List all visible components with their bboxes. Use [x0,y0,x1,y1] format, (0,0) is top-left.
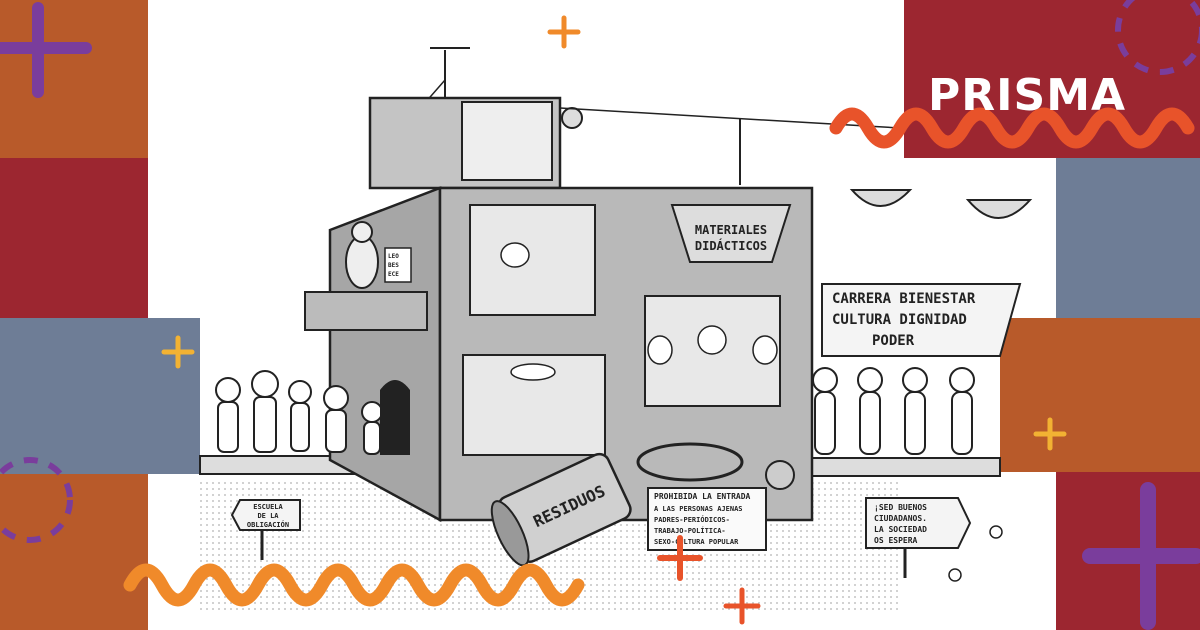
window-upper-left [469,204,596,316]
values-sign [821,283,1022,357]
plus-icon [547,15,581,49]
dashed-circle-icon [0,457,73,543]
signpost-citizens-line: ¡SED BUENOS [874,503,927,512]
signpost-school [230,499,301,531]
signpost-citizens-line: OS ESPERA [874,536,918,545]
values-sign-line3: PODER [872,333,915,349]
children-queue [215,370,383,455]
values-sign-line2: CULTURA DIGNIDAD [832,312,967,328]
signpost-school-line: ESCUELA [253,503,283,511]
notice-line: A LAS PERSONAS AJENAS [654,505,743,513]
hanging-basket [965,199,1033,219]
gear [765,460,795,490]
belt-drive [636,442,744,482]
brand-logo: PRISMA [928,70,1127,121]
block-slate-left [0,318,200,474]
squiggle-line [829,107,1195,149]
signpost-school-line: OBLIGACIÓN [247,520,289,529]
notice-line: TRABAJO-POLÍTICA- [654,526,726,535]
values-sign-line1: CARRERA BIENESTAR [832,291,976,307]
graduates-line [812,367,975,455]
block-slate-right [1056,158,1200,318]
signpost-citizens-line: LA SOCIEDAD [874,525,927,534]
notice-board [647,487,767,551]
notice-line: SEXO-CULTURA POPULAR [654,538,739,546]
flower-icon [948,568,962,582]
block-red-left [0,158,148,318]
plus-icon [1033,417,1067,451]
signpost-citizens-line: CIUDADANOS. [874,514,927,523]
plus-icon [161,335,195,369]
plus-icon [657,535,703,581]
clipboard-line: BES [388,262,399,269]
materials-basket [670,204,792,263]
clipboard-line: LEO [388,253,399,260]
plus-icon [1082,482,1200,630]
block-orange-top-left [0,0,148,158]
factory-entrance [380,380,410,455]
materials-label-line1: MATERIALES [695,223,767,237]
block-orange-bottom-left [0,474,148,630]
signpost-school-line: DE LA [257,512,279,520]
dashed-circle-icon [1115,0,1200,75]
balcony [304,291,428,331]
waste-barrel: RESIDUOS [490,452,632,567]
squiggle-line [123,563,585,607]
notice-line: PADRES-PERIÓDICOS- [654,515,730,524]
hanging-basket [849,189,913,207]
plus-icon [723,587,761,625]
block-orange-right [1000,318,1200,472]
plus-icon [0,2,92,98]
signpost-citizens [865,497,972,549]
clipboard-line: ECE [388,271,399,278]
clipboard [384,247,412,283]
notice-title: PROHIBIDA LA ENTRADA [654,492,751,501]
flower-icon [989,525,1003,539]
materials-label-line2: DIDÁCTICOS [695,238,767,253]
